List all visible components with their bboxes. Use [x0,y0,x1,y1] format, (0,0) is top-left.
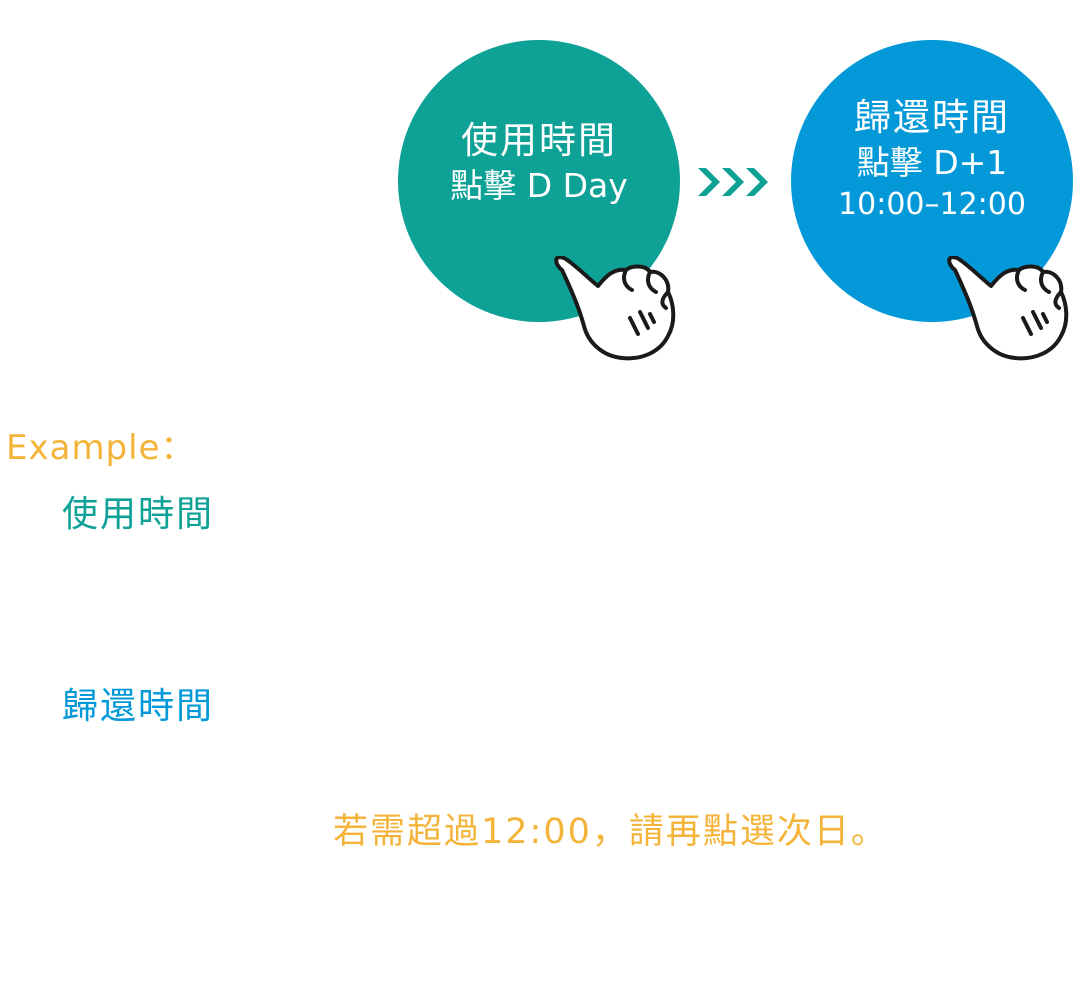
return-time-subtitle: 點擊 D+1 [856,143,1008,182]
use-time-subtitle: 點擊 D Day [450,166,628,205]
example-return-time-label: 歸還時間 [62,686,215,727]
pointing-hand-icon [947,256,1069,361]
triple-chevron-right-icon [698,168,768,196]
example-label: Example： [6,428,196,468]
pointing-hand-icon [554,256,676,361]
use-time-title: 使用時間 [461,119,617,162]
use-time-circle[interactable]: 使用時間 點擊 D Day [398,40,680,322]
return-time-title: 歸還時間 [854,96,1010,139]
return-time-range: 10:00–12:00 [838,187,1026,222]
example-use-time-label: 使用時間 [62,494,215,535]
extension-note: 若需超過12:00，請再點選次日。 [333,812,888,852]
